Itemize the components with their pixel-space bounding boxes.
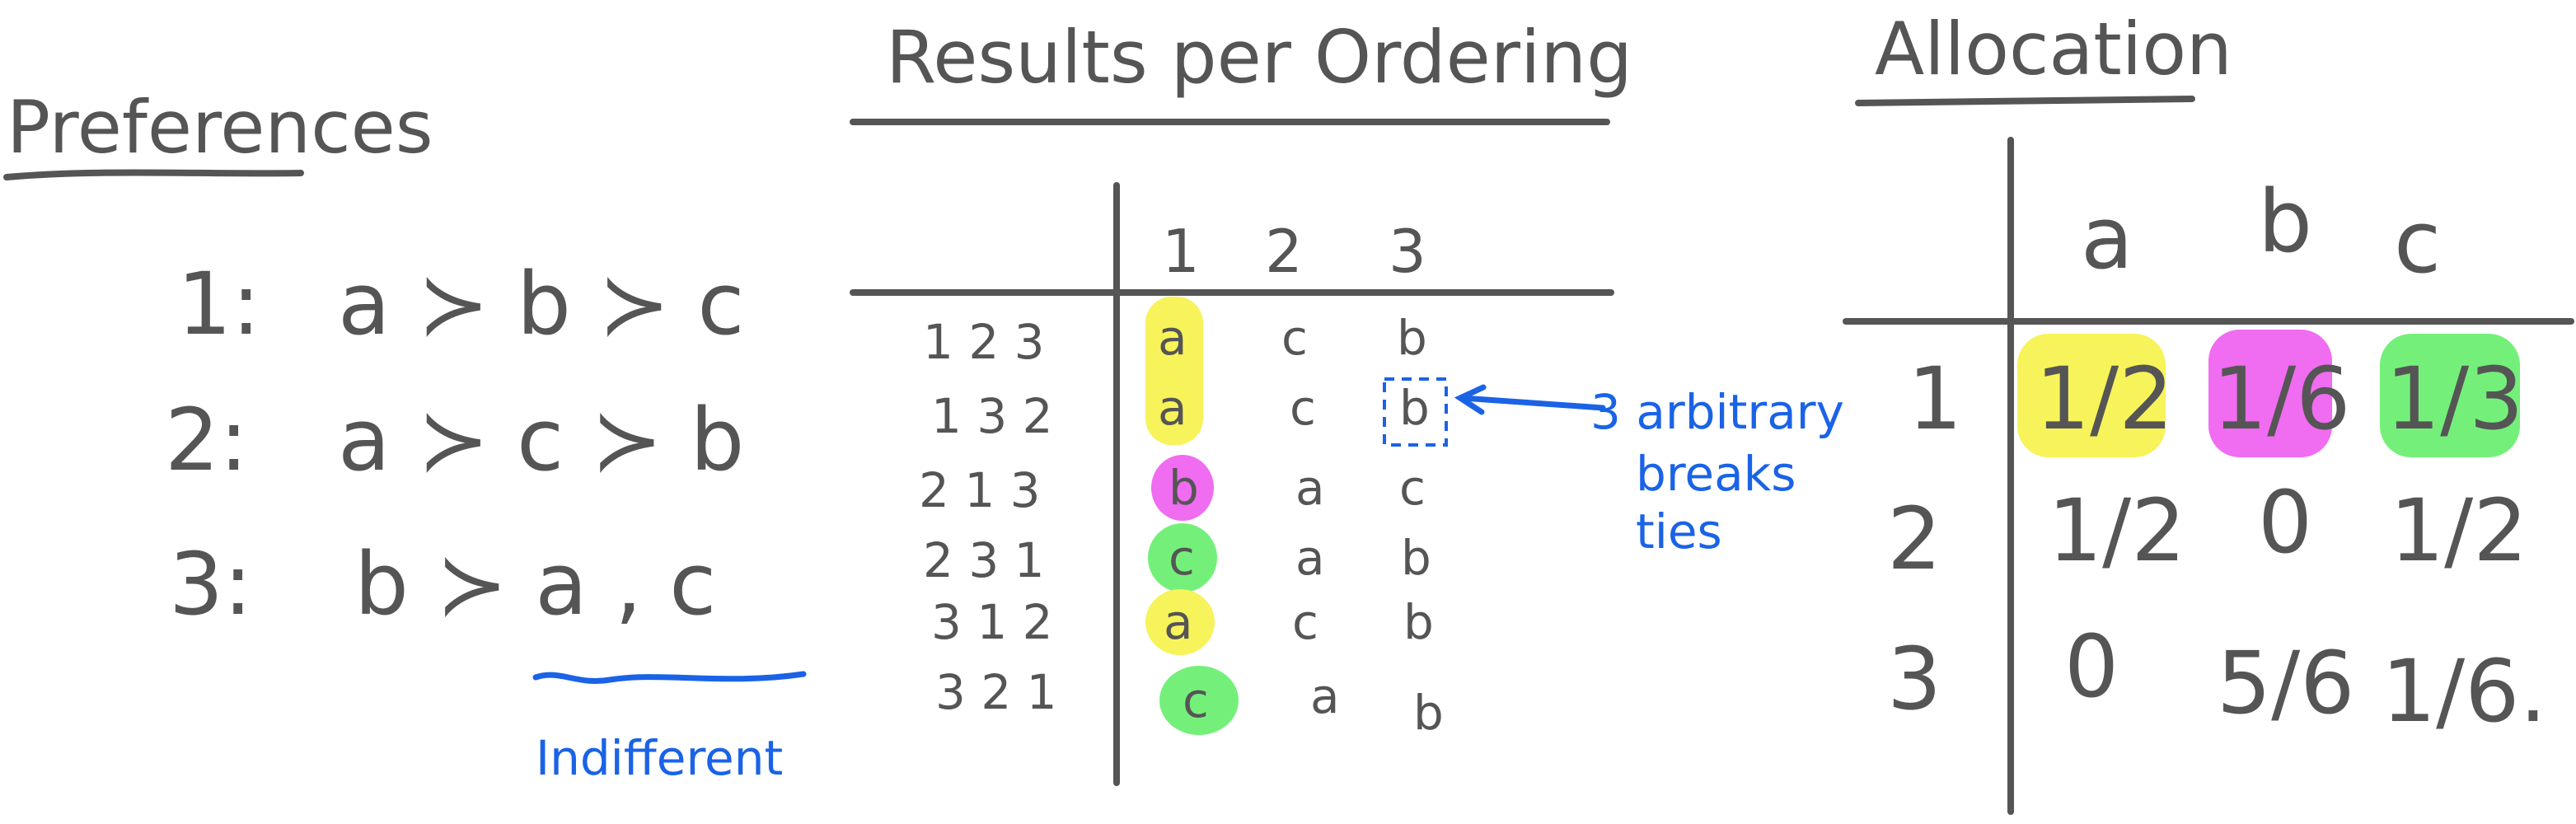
result-6-agent-3: b xyxy=(1413,685,1444,741)
result-6-agent-1: c xyxy=(1183,672,1209,728)
result-6-agent-2: a xyxy=(1310,668,1340,724)
ordering-6: 3 2 1 xyxy=(935,664,1057,720)
ordering-3: 2 1 3 xyxy=(919,462,1041,518)
tie-note-line-2: breaks xyxy=(1636,446,1796,502)
tie-arrow-head xyxy=(1454,384,1487,415)
allocation-title-underline xyxy=(1855,96,2195,106)
highlight-yellow-row-5 xyxy=(1145,589,1215,655)
allocation-highlight-b xyxy=(2208,330,2332,457)
preference-agent-1: 1: xyxy=(177,254,260,354)
result-2-agent-2: c xyxy=(1290,380,1316,436)
results-col-3: 3 xyxy=(1389,217,1426,286)
allocation-1-a: 1/2 xyxy=(2035,349,2173,449)
allocation-3-c: 1/6. xyxy=(2382,641,2546,742)
allocation-2-a: 1/2 xyxy=(2048,480,2185,581)
tie-note-line-1: 3 arbitrary xyxy=(1590,384,1844,440)
result-5-agent-3: b xyxy=(1403,594,1434,650)
results-col-2: 2 xyxy=(1265,217,1303,286)
highlight-green-row-4 xyxy=(1148,523,1217,592)
allocation-col-b: b xyxy=(2258,171,2312,272)
allocation-highlight-a xyxy=(2017,334,2166,457)
preference-order-2: a ≻ c ≻ b xyxy=(338,390,744,490)
preferences-title-underline xyxy=(3,169,304,180)
allocation-highlight-c xyxy=(2380,334,2520,457)
highlight-yellow-rows-1-2 xyxy=(1145,297,1203,445)
preference-order-1: a ≻ b ≻ c xyxy=(338,254,744,354)
allocation-agent-3: 3 xyxy=(1887,629,1941,729)
highlight-green-row-6 xyxy=(1159,666,1239,735)
arbitrary-tie-box xyxy=(1383,377,1448,447)
preference-agent-2: 2: xyxy=(165,390,248,490)
result-2-agent-1: a xyxy=(1158,380,1187,436)
result-3-agent-1: b xyxy=(1169,460,1199,516)
allocation-3-b: 5/6 xyxy=(2217,633,2354,733)
allocation-title: Allocation xyxy=(1875,7,2232,91)
preference-agent-3: 3: xyxy=(169,534,252,634)
result-1-agent-2: c xyxy=(1281,310,1308,366)
allocation-1-b: 1/6 xyxy=(2213,349,2350,449)
result-3-agent-3: c xyxy=(1399,460,1426,516)
result-4-agent-2: a xyxy=(1295,530,1325,586)
ordering-5: 3 1 2 xyxy=(931,594,1053,650)
results-title: Results per Ordering xyxy=(886,15,1632,100)
allocation-col-c: c xyxy=(2394,192,2441,293)
result-5-agent-1: a xyxy=(1164,594,1193,650)
tie-arrow-shaft xyxy=(1459,395,1606,411)
preferences-title: Preferences xyxy=(7,85,433,170)
ordering-1: 1 2 3 xyxy=(923,314,1045,370)
result-4-agent-1: c xyxy=(1169,530,1195,586)
indifferent-brace xyxy=(532,671,807,684)
allocation-2-c: 1/2 xyxy=(2390,480,2527,581)
ordering-4: 2 3 1 xyxy=(923,532,1045,588)
ordering-2: 1 3 2 xyxy=(931,388,1053,444)
results-col-1: 1 xyxy=(1162,217,1200,286)
result-3-agent-2: a xyxy=(1295,460,1325,516)
tie-note-line-3: ties xyxy=(1636,503,1722,559)
allocation-2-b: 0 xyxy=(2258,472,2312,573)
result-2-agent-3: b xyxy=(1399,380,1430,436)
allocation-3-a: 0 xyxy=(2064,616,2119,717)
result-1-agent-1: a xyxy=(1158,310,1187,366)
allocation-1-c: 1/3 xyxy=(2386,349,2523,449)
result-1-agent-3: b xyxy=(1397,310,1427,366)
indifferent-note: Indifferent xyxy=(536,730,783,786)
result-5-agent-2: c xyxy=(1292,594,1318,650)
allocation-agent-1: 1 xyxy=(1908,349,1962,449)
highlight-magenta-row-3 xyxy=(1151,455,1214,521)
result-4-agent-3: b xyxy=(1401,530,1431,586)
allocation-agent-2: 2 xyxy=(1887,489,1941,589)
allocation-col-a: a xyxy=(2081,188,2133,288)
preference-order-3: b ≻ a , c xyxy=(354,534,716,634)
